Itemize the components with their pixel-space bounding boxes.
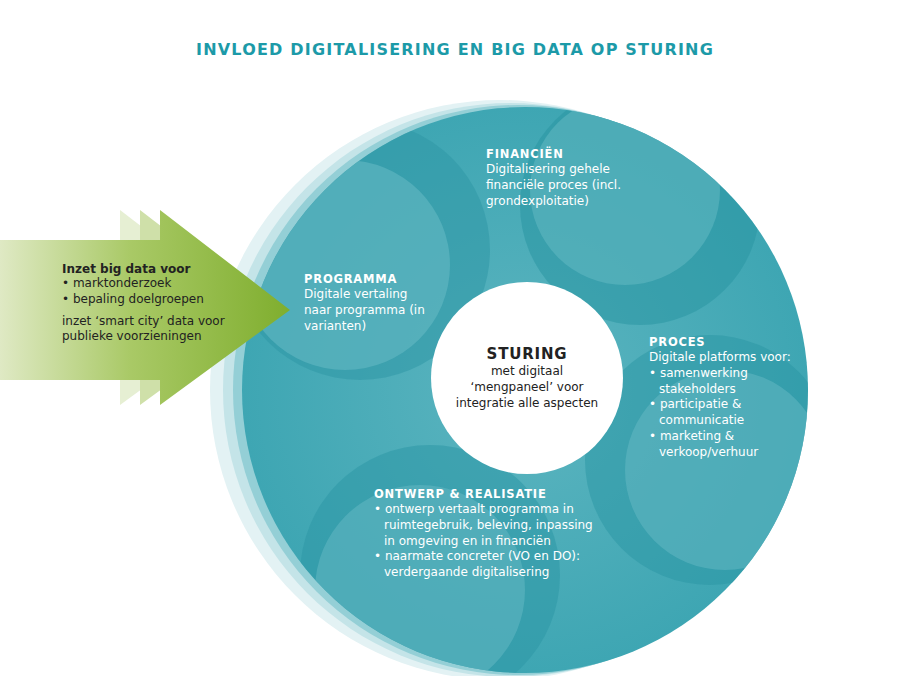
diagram-title: INVLOED DIGITALISERING EN BIG DATA OP ST…	[0, 40, 910, 59]
node-heading: ONTWERP & REALISATIE	[374, 487, 599, 501]
node-body: • participatie & communicatie	[649, 397, 799, 429]
node-body: • samenwerking stakeholders	[649, 366, 799, 398]
node-body: • ontwerp vertaalt programma in ruimtege…	[374, 502, 599, 549]
node-body: Digitalisering gehele financiële proces …	[486, 162, 661, 209]
sector-programma: PROGRAMMADigitale vertaling naar program…	[304, 272, 429, 334]
center-circle	[431, 282, 623, 474]
node-body: • marktonderzoek	[62, 276, 267, 292]
node-body: • naarmate concreter (VO en DO): verderg…	[374, 549, 599, 581]
sector-proces: PROCESDigitale platforms voor:• samenwer…	[649, 335, 799, 461]
node-body: Digitale vertaling naar programma (in va…	[304, 287, 429, 334]
node-body: Digitale platforms voor:	[649, 350, 799, 366]
node-body: • marketing & verkoop/verhuur	[649, 429, 799, 461]
node-body: met digitaal ‘mengpaneel’ voor integrati…	[452, 364, 602, 411]
swirls	[230, 85, 835, 676]
input-arrow-text: Inzet big data voor• marktonderzoek• bep…	[62, 262, 267, 345]
sector-financien: FINANCIËNDigitalisering gehele financiël…	[486, 147, 661, 209]
node-body: • bepaling doelgroepen	[62, 292, 267, 308]
node-heading: STURING	[452, 345, 602, 363]
node-body: inzet ‘smart city’ data voor publieke vo…	[62, 314, 267, 346]
node-heading: PROGRAMMA	[304, 272, 429, 286]
center-sturing: STURINGmet digitaal ‘mengpaneel’ voor in…	[452, 345, 602, 411]
node-heading: PROCES	[649, 335, 799, 349]
node-heading: FINANCIËN	[486, 147, 661, 161]
input-arrow	[0, 210, 290, 405]
sector-ontwerp: ONTWERP & REALISATIE• ontwerp vertaalt p…	[374, 487, 599, 581]
node-heading: Inzet big data voor	[62, 262, 267, 276]
